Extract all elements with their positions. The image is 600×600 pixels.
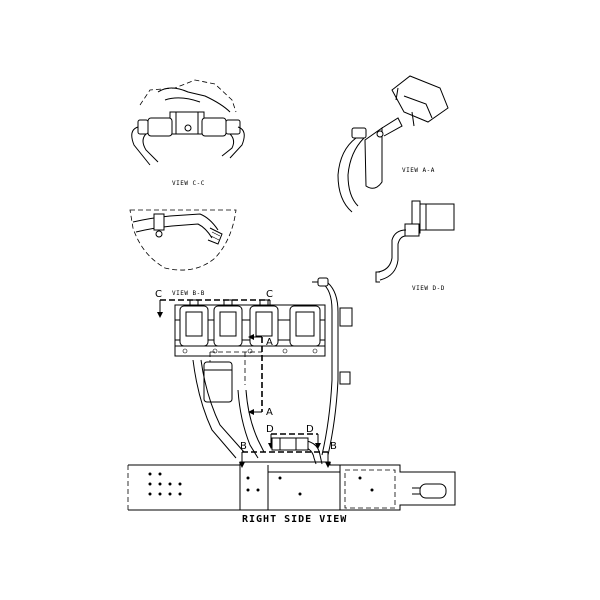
view-c-c-detail [131,79,245,166]
valve-3 [249,299,279,347]
valve-1 [179,299,209,347]
view-b-b-label: VIEW B-B [172,290,205,297]
section-a-bottom: A [266,407,273,418]
view-a-a-detail [337,75,449,213]
frame-holes [148,472,374,496]
section-d-left: D [266,424,274,435]
hose-routing [192,277,339,465]
section-a-top: A [266,337,273,348]
valve-4 [289,305,321,347]
right-side-view-title: RIGHT SIDE VIEW [242,514,347,525]
valve-2 [213,299,243,347]
hose-bracket [339,307,353,385]
view-d-d-detail [375,200,455,283]
view-c-c-label: VIEW C-C [172,180,205,187]
view-b-b-detail [129,209,237,271]
section-c-left: C [155,289,162,300]
connector-block [271,437,309,451]
section-b-left: B [240,441,247,452]
section-d-right: D [306,424,314,435]
frame-rail [127,461,456,511]
section-c-right: C [266,289,273,300]
valve-bank [174,299,326,357]
filter-canister [203,361,233,403]
section-b-right: B [330,441,337,452]
section-b-b-indicator [239,451,331,468]
section-a-a-indicator [248,334,263,415]
view-d-d-label: VIEW D-D [412,285,445,292]
view-a-a-label: VIEW A-A [402,167,435,174]
